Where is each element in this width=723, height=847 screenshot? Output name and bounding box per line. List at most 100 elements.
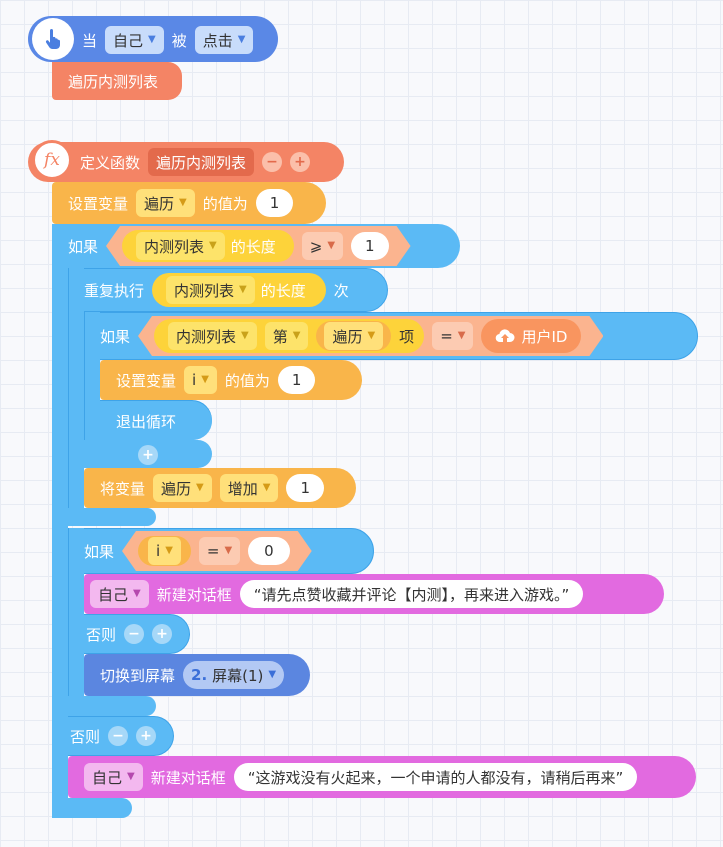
function-name-field[interactable]: 遍历内测列表 [148, 148, 255, 176]
equals-operator-value: = [440, 327, 453, 345]
index-var-value: 遍历 [332, 327, 363, 346]
i-operator-dropdown[interactable]: = ▼ [199, 537, 240, 565]
add-else-button-1[interactable]: + [152, 624, 173, 644]
break-loop-block[interactable]: 退出循环 [100, 402, 212, 440]
chevron-down-icon: ▼ [127, 771, 135, 782]
set-variable-mid-label: 的值为 [202, 194, 248, 213]
add-branch-button[interactable]: + [138, 445, 158, 465]
value-i-input[interactable]: 1 [277, 366, 316, 394]
repeat-list-dropdown[interactable]: 内测列表 ▼ [166, 276, 255, 304]
i-var-reporter[interactable]: i ▼ [138, 536, 191, 566]
i-equals-expression[interactable]: i ▼ = ▼ 0 [122, 531, 312, 571]
length-label: 的长度 [230, 237, 276, 256]
chevron-down-icon: ▼ [148, 34, 156, 45]
add-else-button-2[interactable]: + [136, 726, 157, 746]
set-variable-i-block[interactable]: 设置变量 i ▼ 的值为 1 [100, 360, 362, 400]
variable-dropdown[interactable]: 遍历 ▼ [136, 189, 195, 217]
compare-expression[interactable]: 内测列表 ▼ 的长度 ⩾ ▼ 1 [106, 226, 411, 266]
ordinal-dropdown[interactable]: 第 ▼ [265, 322, 309, 350]
add-param-button[interactable]: + [290, 152, 311, 172]
dialog-target-value-1: 自己 [98, 585, 129, 604]
define-content: 定义函数 遍历内测列表 − + [80, 148, 311, 176]
dialog-block-2[interactable]: 自己 ▼ 新建对话框 “这游戏没有火起来，一个申请的人都没有，请稍后再来” [68, 756, 696, 798]
function-icon-badge: fx [32, 140, 72, 180]
set-variable-label: 设置变量 [68, 194, 129, 213]
equals-expression[interactable]: 内测列表 ▼ 第 ▼ 遍历 ▼ 项 = ▼ 用户ID [138, 316, 603, 356]
dialog-target-dropdown-1[interactable]: 自己 ▼ [90, 580, 149, 608]
list-dropdown[interactable]: 内测列表 ▼ [136, 232, 225, 260]
i-var-dropdown[interactable]: i ▼ [148, 537, 181, 565]
if-outer-label: 如果 [68, 237, 99, 256]
event-when-label: 当 [82, 31, 98, 50]
chevron-down-icon: ▼ [201, 374, 209, 385]
switch-screen-label: 切换到屏幕 [100, 666, 176, 685]
change-variable-dropdown[interactable]: 遍历 ▼ [153, 474, 212, 502]
event-verb-label: 被 [171, 31, 187, 50]
dialog-text-input-2[interactable]: “这游戏没有火起来，一个申请的人都没有，请稍后再来” [233, 763, 638, 791]
set-variable-block[interactable]: 设置变量 遍历 ▼ 的值为 1 [52, 182, 326, 224]
equals-operator-dropdown[interactable]: = ▼ [432, 322, 473, 350]
change-variable-label: 将变量 [100, 479, 146, 498]
function-name-value: 遍历内测列表 [156, 153, 247, 172]
i-operator-value: = [206, 542, 220, 560]
variable-value: 遍历 [144, 194, 175, 213]
index-var-reporter[interactable]: 遍历 ▼ [316, 321, 391, 351]
item-label: 项 [399, 327, 415, 346]
compare-value-input[interactable]: 1 [351, 232, 389, 260]
screen-dropdown[interactable]: 2. 屏幕(1) ▼ [183, 661, 285, 689]
switch-screen-block[interactable]: 切换到屏幕 2. 屏幕(1) ▼ [84, 654, 310, 696]
else-row-2: 否则 − + [68, 716, 174, 756]
dialog-target-dropdown-2[interactable]: 自己 ▼ [84, 763, 143, 791]
chevron-down-icon: ▼ [268, 669, 277, 680]
i-var-value: i [156, 542, 161, 560]
ordinal-value: 第 [272, 327, 288, 346]
hand-pointer-icon [45, 29, 60, 49]
remove-param-button[interactable]: − [262, 152, 283, 172]
change-value-input[interactable]: 1 [286, 474, 324, 502]
if-else-arm [68, 528, 84, 716]
dialog-block-1[interactable]: 自己 ▼ 新建对话框 “请先点赞收藏并评论【内测】，再来进入游戏。” [84, 574, 664, 614]
operator-dropdown[interactable]: ⩾ ▼ [302, 232, 343, 260]
change-variable-value: 遍历 [161, 479, 192, 498]
if-outer-arm [52, 224, 68, 818]
chevron-down-icon: ▼ [367, 330, 376, 341]
index-var-dropdown[interactable]: 遍历 ▼ [324, 322, 383, 350]
else-row-1: 否则 − + [84, 614, 190, 654]
repeat-list-value: 内测列表 [174, 281, 235, 300]
list-item-reporter[interactable]: 内测列表 ▼ 第 ▼ 遍历 ▼ 项 [154, 319, 424, 353]
item-list-dropdown[interactable]: 内测列表 ▼ [168, 322, 257, 350]
remove-else-button-2[interactable]: − [108, 726, 129, 746]
event-action-value: 点击 [202, 31, 233, 50]
change-variable-block[interactable]: 将变量 遍历 ▼ 增加 ▼ 1 [84, 468, 356, 508]
remove-else-button-1[interactable]: − [124, 624, 145, 644]
if-else-content: 如果 i ▼ = ▼ 0 [68, 531, 312, 571]
chevron-down-icon: ▼ [292, 330, 301, 341]
event-target-dropdown[interactable]: 自己 ▼ [105, 26, 164, 54]
user-id-label: 用户ID [521, 327, 568, 346]
variable-i-dropdown[interactable]: i ▼ [184, 366, 217, 394]
event-icon-badge [32, 18, 74, 60]
if-inner-label: 如果 [100, 327, 131, 346]
repeat-times-label: 次 [333, 281, 349, 300]
screen-num: 2. [191, 666, 208, 684]
if-outer-content: 如果 内测列表 ▼ 的长度 ⩾ ▼ 1 [52, 226, 411, 266]
i-compare-input[interactable]: 0 [248, 537, 290, 565]
chevron-down-icon: ▼ [165, 545, 173, 556]
break-loop-label: 退出循环 [116, 412, 177, 431]
event-action-dropdown[interactable]: 点击 ▼ [194, 26, 254, 54]
list-length-reporter[interactable]: 内测列表 ▼ 的长度 [122, 230, 294, 262]
repeat-footer [68, 508, 156, 526]
user-id-reporter[interactable]: 用户ID [481, 319, 581, 353]
chevron-down-icon: ▼ [209, 240, 217, 251]
change-mode-dropdown[interactable]: 增加 ▼ [219, 474, 279, 502]
set-variable-i-mid: 的值为 [224, 371, 270, 390]
value-input[interactable]: 1 [255, 189, 294, 217]
chevron-down-icon: ▼ [237, 34, 246, 45]
item-list-value: 内测列表 [176, 327, 237, 346]
event-target-value: 自己 [113, 31, 144, 50]
list-value: 内测列表 [144, 237, 205, 256]
if-else-footer [68, 696, 156, 716]
dialog-text-input-1[interactable]: “请先点赞收藏并评论【内测】，再来进入游戏。” [239, 580, 584, 608]
repeat-count-reporter[interactable]: 内测列表 ▼ 的长度 [152, 273, 326, 307]
call-function-block[interactable]: 遍历内测列表 [52, 62, 182, 100]
